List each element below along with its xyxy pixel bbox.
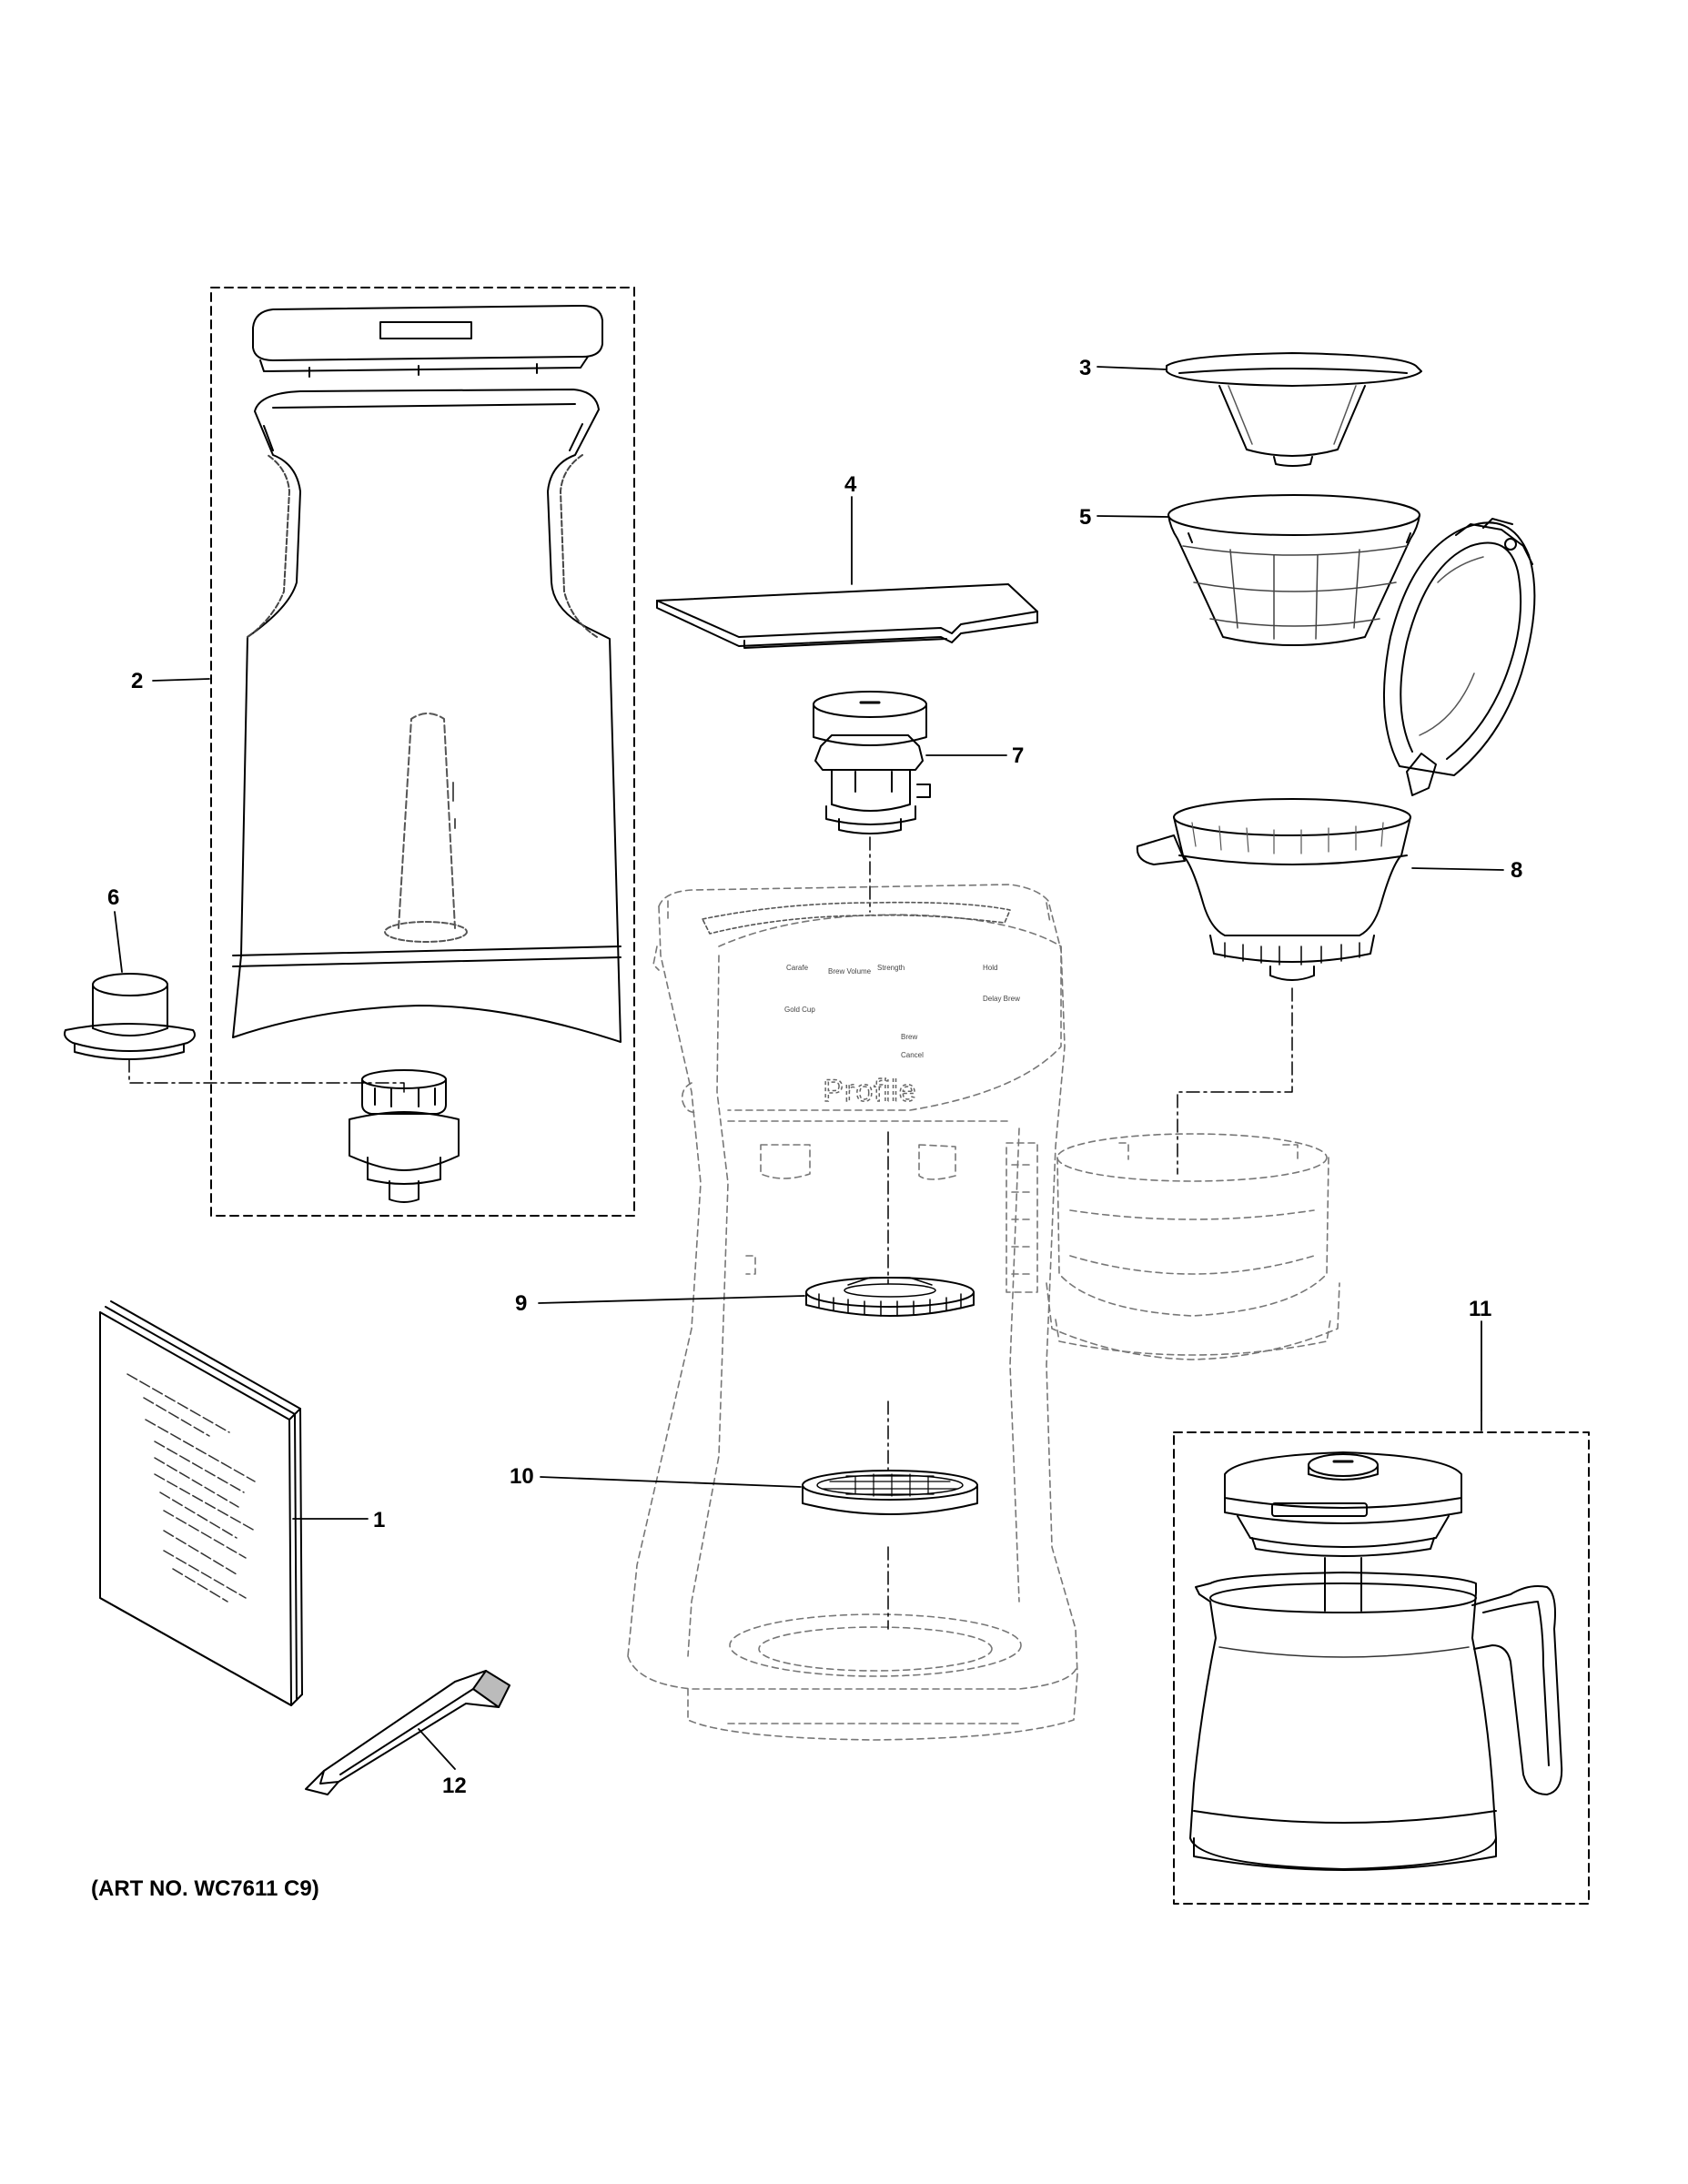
panel-label-gold-cup: Gold Cup [784, 1006, 815, 1014]
callout-numbers: 1 2 3 4 5 6 7 8 9 10 11 12 [107, 356, 1522, 1798]
connector-line-6 [128, 1058, 405, 1097]
reservoir-group-dashed-box [210, 287, 635, 1217]
callout-11: 11 [1469, 1297, 1491, 1321]
callout-10: 10 [510, 1464, 534, 1489]
control-panel-labels: Carafe Brew Volume Strength Gold Cup Hol… [784, 964, 1020, 1059]
panel-label-strength: Strength [877, 964, 905, 972]
water-reservoir-tank [232, 389, 622, 1043]
leader-lines [114, 366, 1504, 1770]
warming-plate [802, 1470, 978, 1515]
connector-line-8 [1177, 987, 1293, 1175]
shower-head-plate [656, 583, 1038, 649]
panel-label-carafe: Carafe [786, 964, 809, 972]
callout-5: 5 [1079, 505, 1091, 530]
panel-label-brew-volume: Brew Volume [828, 967, 872, 976]
panel-label-hold: Hold [983, 964, 997, 972]
coffee-maker-body-outline [627, 884, 1078, 1741]
panel-label-cancel: Cancel [901, 1051, 924, 1059]
panel-label-brew: Brew [901, 1033, 917, 1041]
callout-1: 1 [373, 1508, 385, 1532]
callout-2: 2 [131, 669, 143, 693]
callout-8: 8 [1511, 858, 1522, 883]
heating-coil [702, 901, 1011, 935]
callout-3: 3 [1079, 356, 1091, 380]
callout-9: 9 [515, 1291, 527, 1316]
callout-12: 12 [442, 1774, 467, 1798]
permanent-filter [1167, 494, 1420, 646]
gasket-seal-ring [805, 1277, 975, 1317]
callout-7: 7 [1012, 743, 1024, 768]
panel-label-delay-brew: Delay Brew [983, 995, 1020, 1003]
charcoal-filter-holder [64, 973, 196, 1060]
brand-logo-text: Profile [823, 1074, 916, 1108]
reservoir-lid [252, 305, 603, 378]
basket-holder-outline [1006, 1133, 1340, 1360]
owners-manual [99, 1300, 303, 1706]
callout-6: 6 [107, 885, 119, 910]
art-number-caption: (ART NO. WC7611 C9) [91, 1876, 319, 1901]
brew-basket-with-lid [1136, 518, 1536, 981]
cleaning-brush [305, 1670, 510, 1795]
filter-basket-insert [1166, 352, 1422, 467]
callout-4: 4 [844, 472, 857, 497]
carafe-body [1189, 1557, 1563, 1871]
carafe-group-dashed-box [1173, 1431, 1590, 1905]
carafe-lid [1224, 1451, 1462, 1557]
valve-assembly [813, 691, 931, 834]
